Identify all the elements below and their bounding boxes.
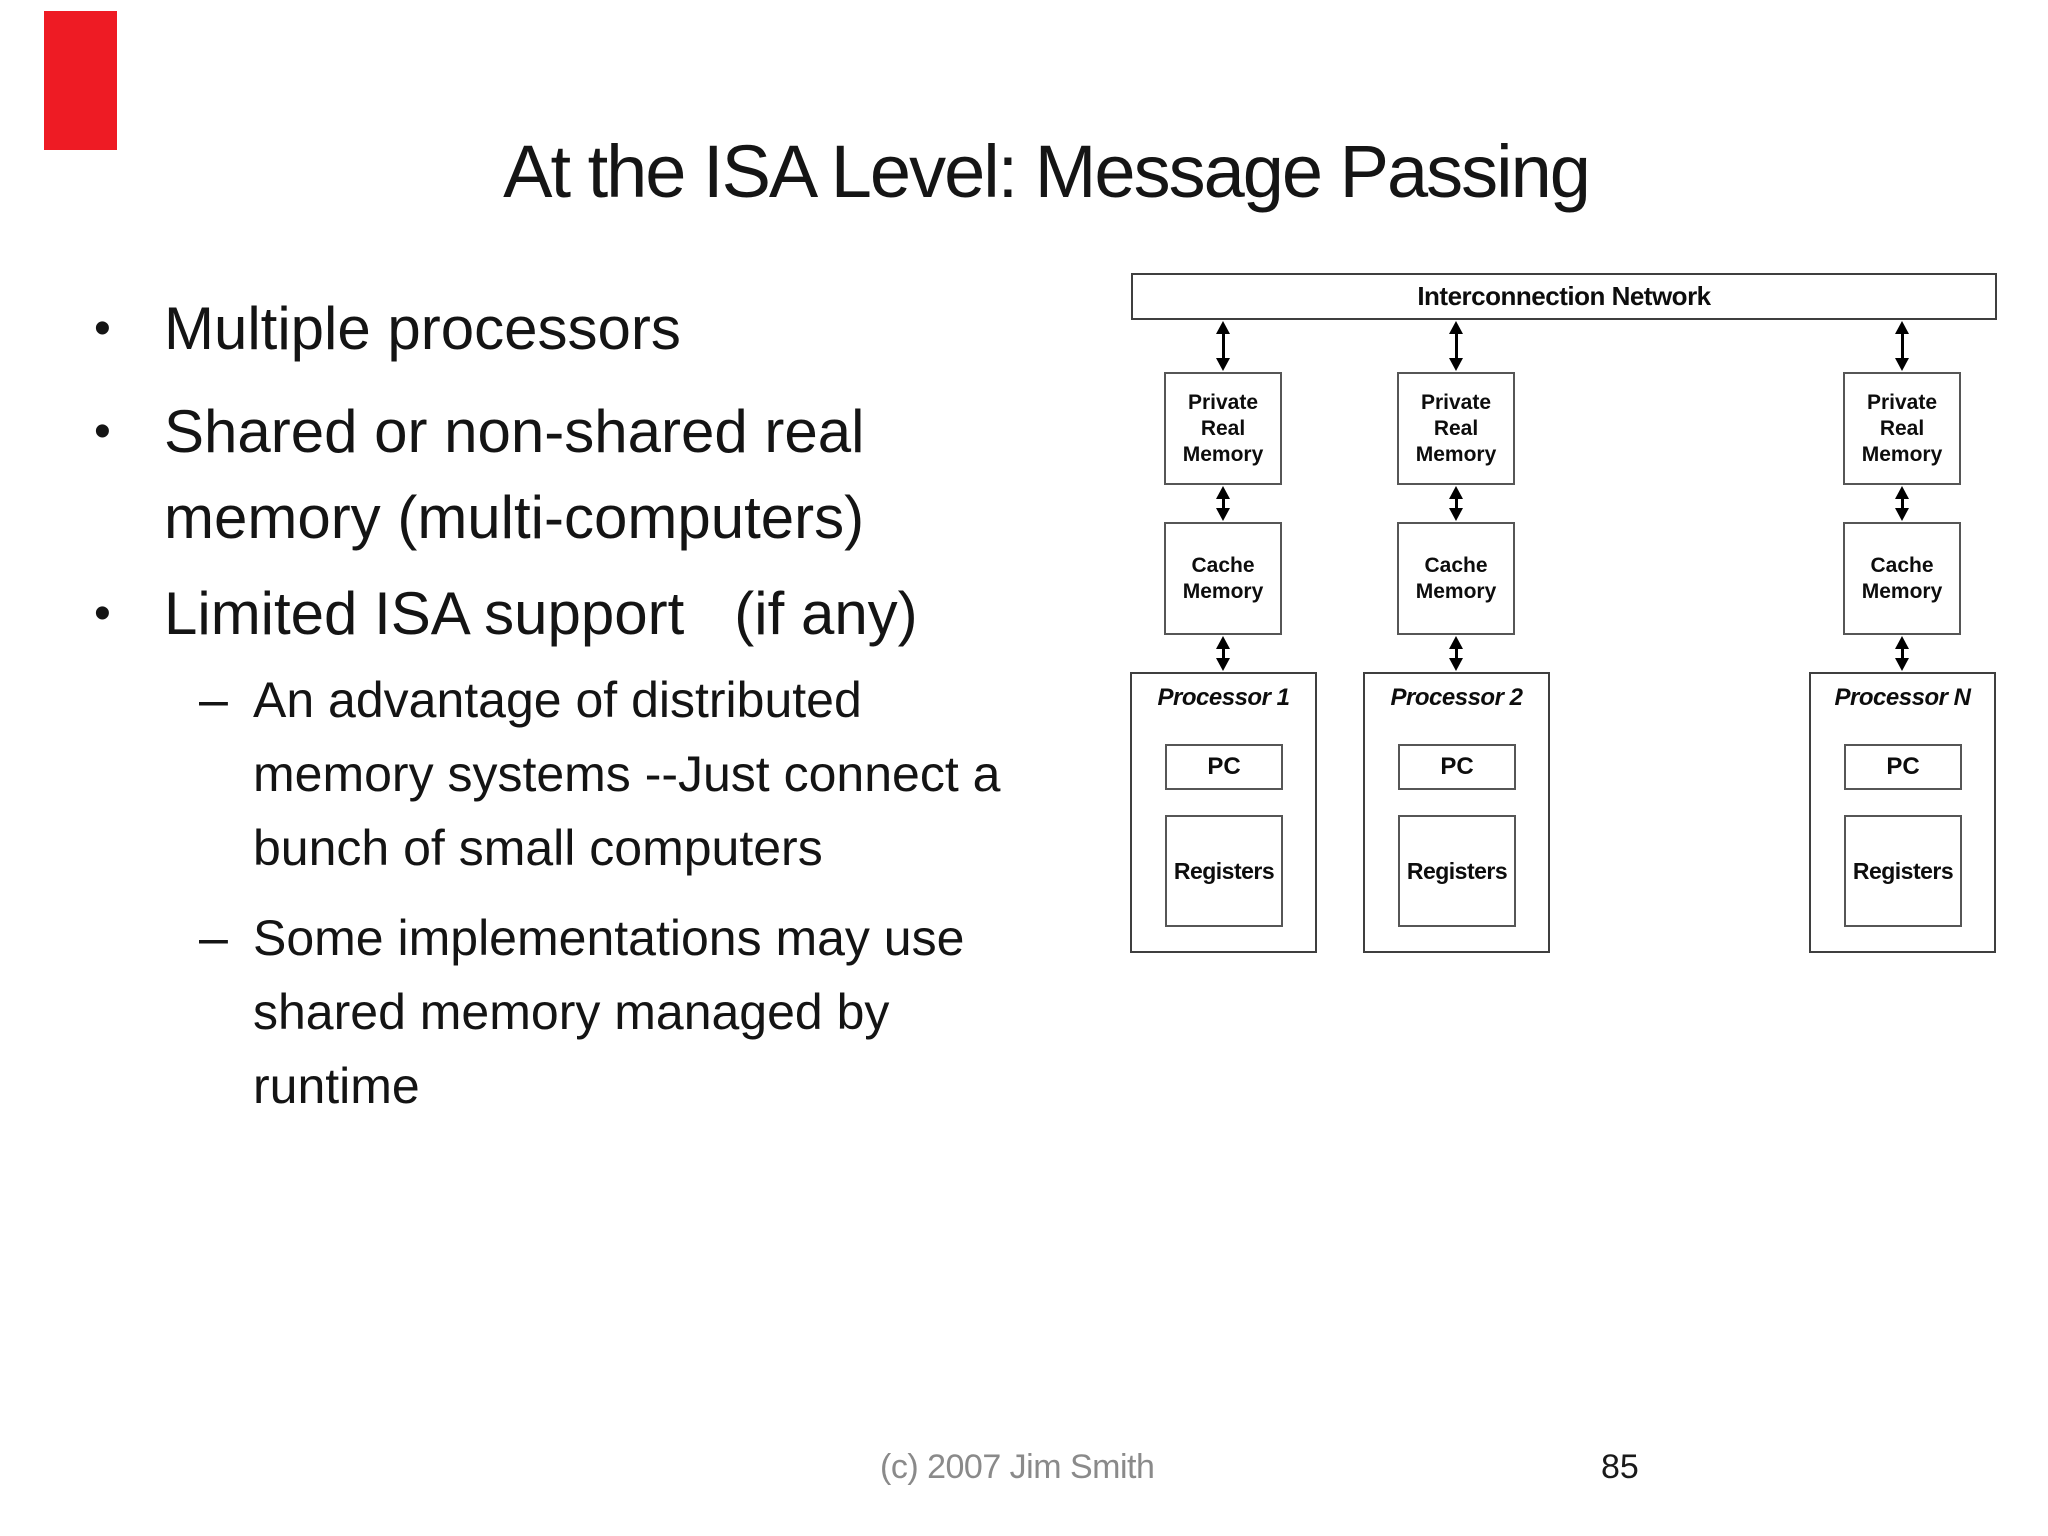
bullet-text: Shared or non-shared real memory (multi-… [164, 398, 865, 551]
page-number: 85 [1601, 1448, 1639, 1486]
bullet-dot-icon: • [94, 405, 111, 458]
processor-label: Processor 1 [1157, 684, 1290, 711]
footer-copyright: (c) 2007 Jim Smith [880, 1448, 1155, 1486]
cache-memory-box: Cache Memory [1397, 522, 1515, 635]
processor-column-1: Private Real Memory Cache Memory Process… [1130, 273, 1318, 953]
private-real-memory-box: Private Real Memory [1397, 372, 1515, 485]
cache-memory-box: Cache Memory [1843, 522, 1961, 635]
bullet-item: • Multiple processors [72, 286, 1132, 372]
bullet-text: Some implementations may use shared memo… [253, 910, 965, 1114]
processor-label: Processor 2 [1390, 684, 1523, 711]
double-arrow-icon [1895, 636, 1909, 671]
bullet-item: • Shared or non-shared real memory (mult… [72, 389, 1132, 561]
slide-title: At the ISA Level: Message Passing [503, 130, 1591, 213]
sub-bullet-item: – An advantage of distributed memory sys… [199, 663, 1132, 885]
interconnection-network-box: Interconnection Network [1131, 273, 1997, 320]
red-corner-marker [44, 11, 117, 150]
pc-box: PC [1844, 744, 1962, 790]
bullet-item: • Limited ISA support (if any) [72, 571, 1132, 657]
double-arrow-icon [1895, 321, 1909, 371]
bullet-dot-icon: • [94, 587, 111, 640]
processor-box: Processor N PC Registers [1809, 672, 1996, 953]
registers-box: Registers [1398, 815, 1516, 927]
bullet-dot-icon: • [94, 302, 111, 355]
sub-bullet-item: – Some implementations may use shared me… [199, 901, 1132, 1123]
private-real-memory-box: Private Real Memory [1843, 372, 1961, 485]
double-arrow-icon [1449, 486, 1463, 521]
double-arrow-icon [1449, 321, 1463, 371]
processor-label: Processor N [1834, 684, 1971, 711]
bullet-dash-icon: – [199, 671, 228, 729]
pc-box: PC [1398, 744, 1516, 790]
double-arrow-icon [1216, 321, 1230, 371]
cache-memory-box: Cache Memory [1164, 522, 1282, 635]
pc-box: PC [1165, 744, 1283, 790]
double-arrow-icon [1216, 636, 1230, 671]
processor-box: Processor 2 PC Registers [1363, 672, 1550, 953]
processor-column-n: Private Real Memory Cache Memory Process… [1809, 273, 1997, 953]
bullet-text: Limited ISA support (if any) [164, 580, 918, 647]
registers-box: Registers [1844, 815, 1962, 927]
bullet-list: • Multiple processors • Shared or non-sh… [72, 286, 1132, 1123]
double-arrow-icon [1449, 636, 1463, 671]
registers-box: Registers [1165, 815, 1283, 927]
processor-box: Processor 1 PC Registers [1130, 672, 1317, 953]
double-arrow-icon [1895, 486, 1909, 521]
double-arrow-icon [1216, 486, 1230, 521]
processor-column-2: Private Real Memory Cache Memory Process… [1363, 273, 1551, 953]
bullet-text: An advantage of distributed memory syste… [253, 672, 1001, 876]
bullet-dash-icon: – [199, 909, 228, 967]
private-real-memory-box: Private Real Memory [1164, 372, 1282, 485]
bullet-text: Multiple processors [164, 295, 681, 362]
